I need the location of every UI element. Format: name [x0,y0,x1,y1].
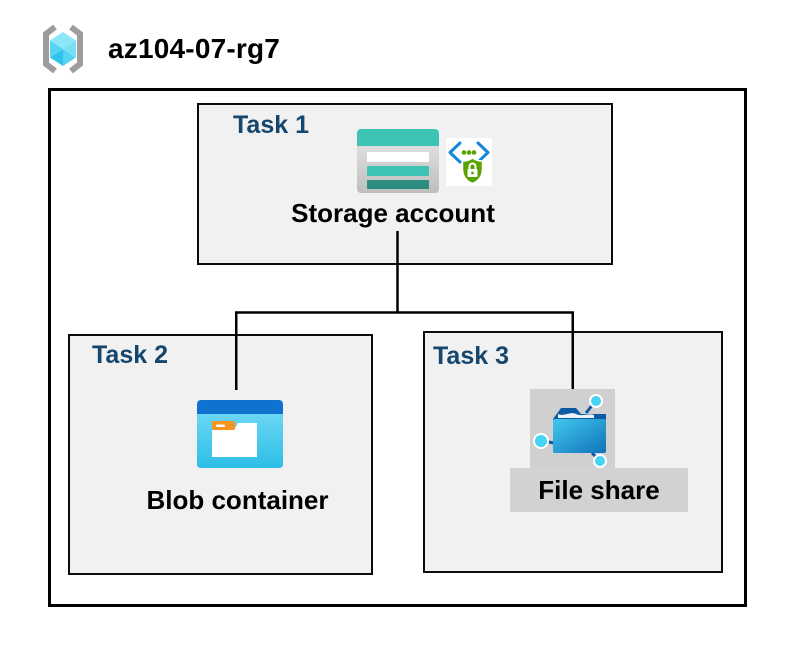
task3-box: Task 3 File share [423,331,723,573]
resource-group-icon [43,24,83,74]
blob-container-caption: Blob container [146,485,329,515]
blob-container-icon [197,400,283,468]
task1-label: Task 1 [233,111,309,139]
file-share-icon [530,389,615,468]
file-share-caption: File share [538,475,660,505]
task2-label: Task 2 [92,341,168,369]
task2-box: Task 2 Blob container [68,334,373,575]
resource-group-box: Task 1 [48,88,747,607]
storage-account-icon [357,129,439,193]
resource-group-name: az104-07-rg7 [108,33,281,64]
secure-access-sas-icon [446,138,492,186]
storage-account-caption: Storage account [291,198,495,228]
file-share-caption-band: File share [510,468,688,512]
task1-box: Task 1 [197,103,613,265]
task3-label: Task 3 [433,342,509,370]
